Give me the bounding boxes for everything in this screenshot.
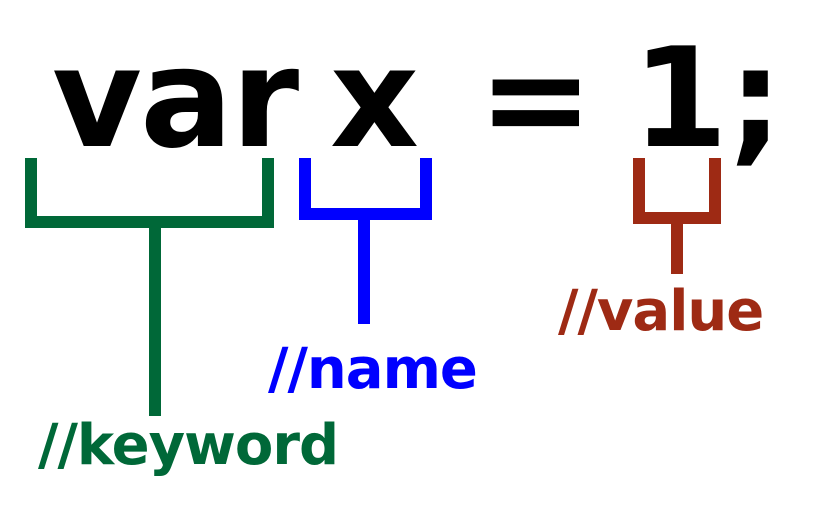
value-bracket — [633, 158, 721, 274]
value-annotation-label: //value — [558, 279, 764, 344]
keyword-annotation-label: //keyword — [38, 413, 339, 478]
code-value-token: 1; — [632, 18, 784, 179]
code-equals-token: = — [478, 18, 594, 179]
code-name-token: x — [330, 18, 420, 179]
keyword-bracket — [25, 158, 274, 416]
code-keyword-token: var — [52, 18, 299, 179]
name-bracket — [299, 158, 432, 324]
name-annotation-label: //name — [268, 337, 478, 402]
